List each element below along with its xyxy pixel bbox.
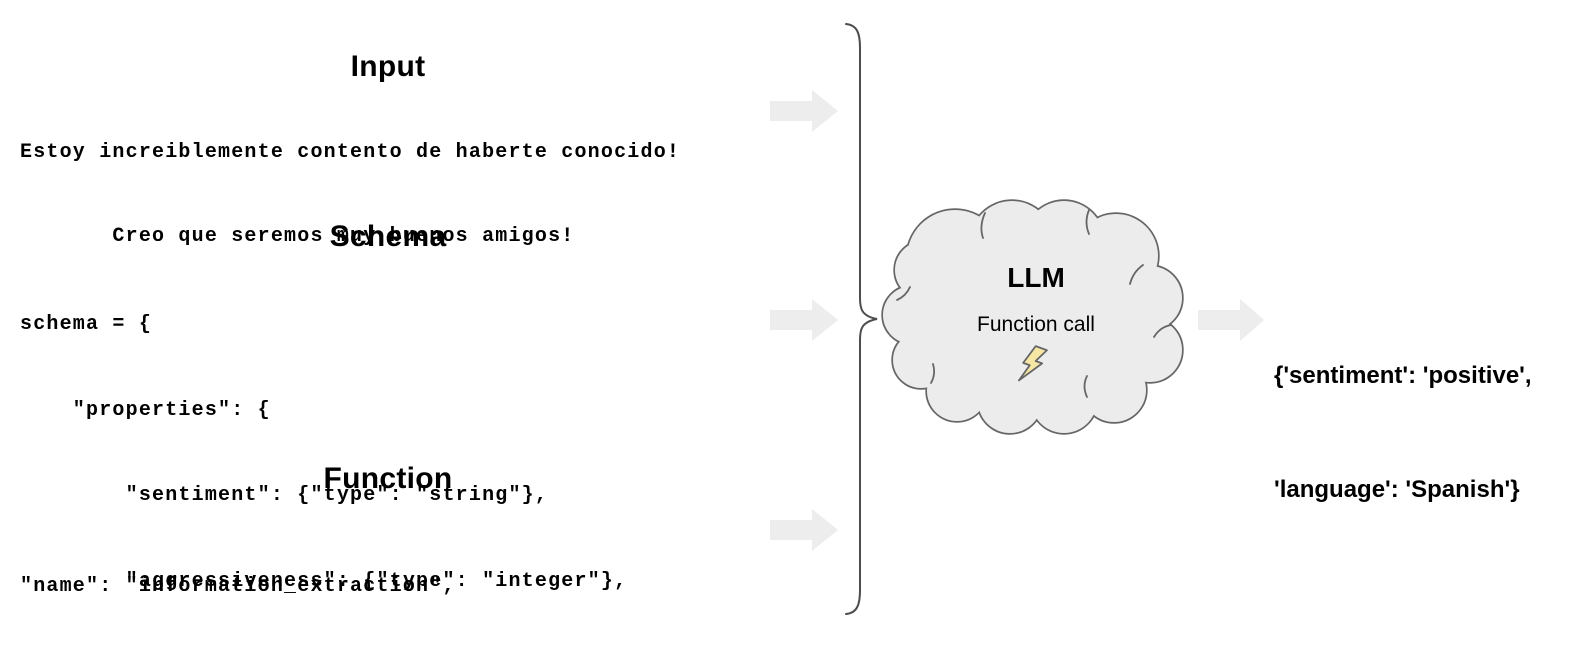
function-code-line: "name": "information_extraction", <box>20 575 456 598</box>
output-line: {'sentiment': 'positive', <box>1274 362 1532 389</box>
lightning-bolt-icon <box>1018 345 1048 382</box>
llm-cloud-fill <box>883 201 1182 433</box>
input-text-line: Creo que seremos muy buenos amigos! <box>20 225 575 248</box>
curly-brace <box>845 23 878 615</box>
llm-cloud-inner-arcs <box>896 209 1172 398</box>
schema-code-block: schema = { "properties": { "sentiment": … <box>20 254 627 647</box>
input-arrow-icon <box>770 90 838 132</box>
llm-function-call-label: Function call <box>977 313 1095 336</box>
input-text: Estoy increiblemente contento de haberte… <box>20 83 680 307</box>
schema-code-line: "properties": { <box>20 398 271 422</box>
input-text-line: Estoy increiblemente contento de haberte… <box>20 141 681 164</box>
output-text: {'sentiment': 'positive', 'language': 'S… <box>1274 281 1574 585</box>
schema-code-line: schema = { <box>20 313 153 336</box>
output-arrow-icon <box>1198 299 1264 341</box>
function-code-block: "name": "information_extraction", "descr… <box>20 492 759 647</box>
function-title: Function <box>323 462 453 495</box>
schema-code-line: "sentiment": {"type": "string"}, <box>20 484 549 507</box>
llm-title: LLM <box>1007 262 1065 293</box>
input-title: Input <box>350 50 426 83</box>
schema-title: Schema <box>329 220 447 253</box>
function-arrow-icon <box>770 509 838 551</box>
output-line: 'language': 'Spanish'} <box>1274 476 1520 503</box>
schema-arrow-icon <box>770 299 838 341</box>
schema-code-line: "aggressiveness": {"type": "integer"}, <box>20 569 628 593</box>
